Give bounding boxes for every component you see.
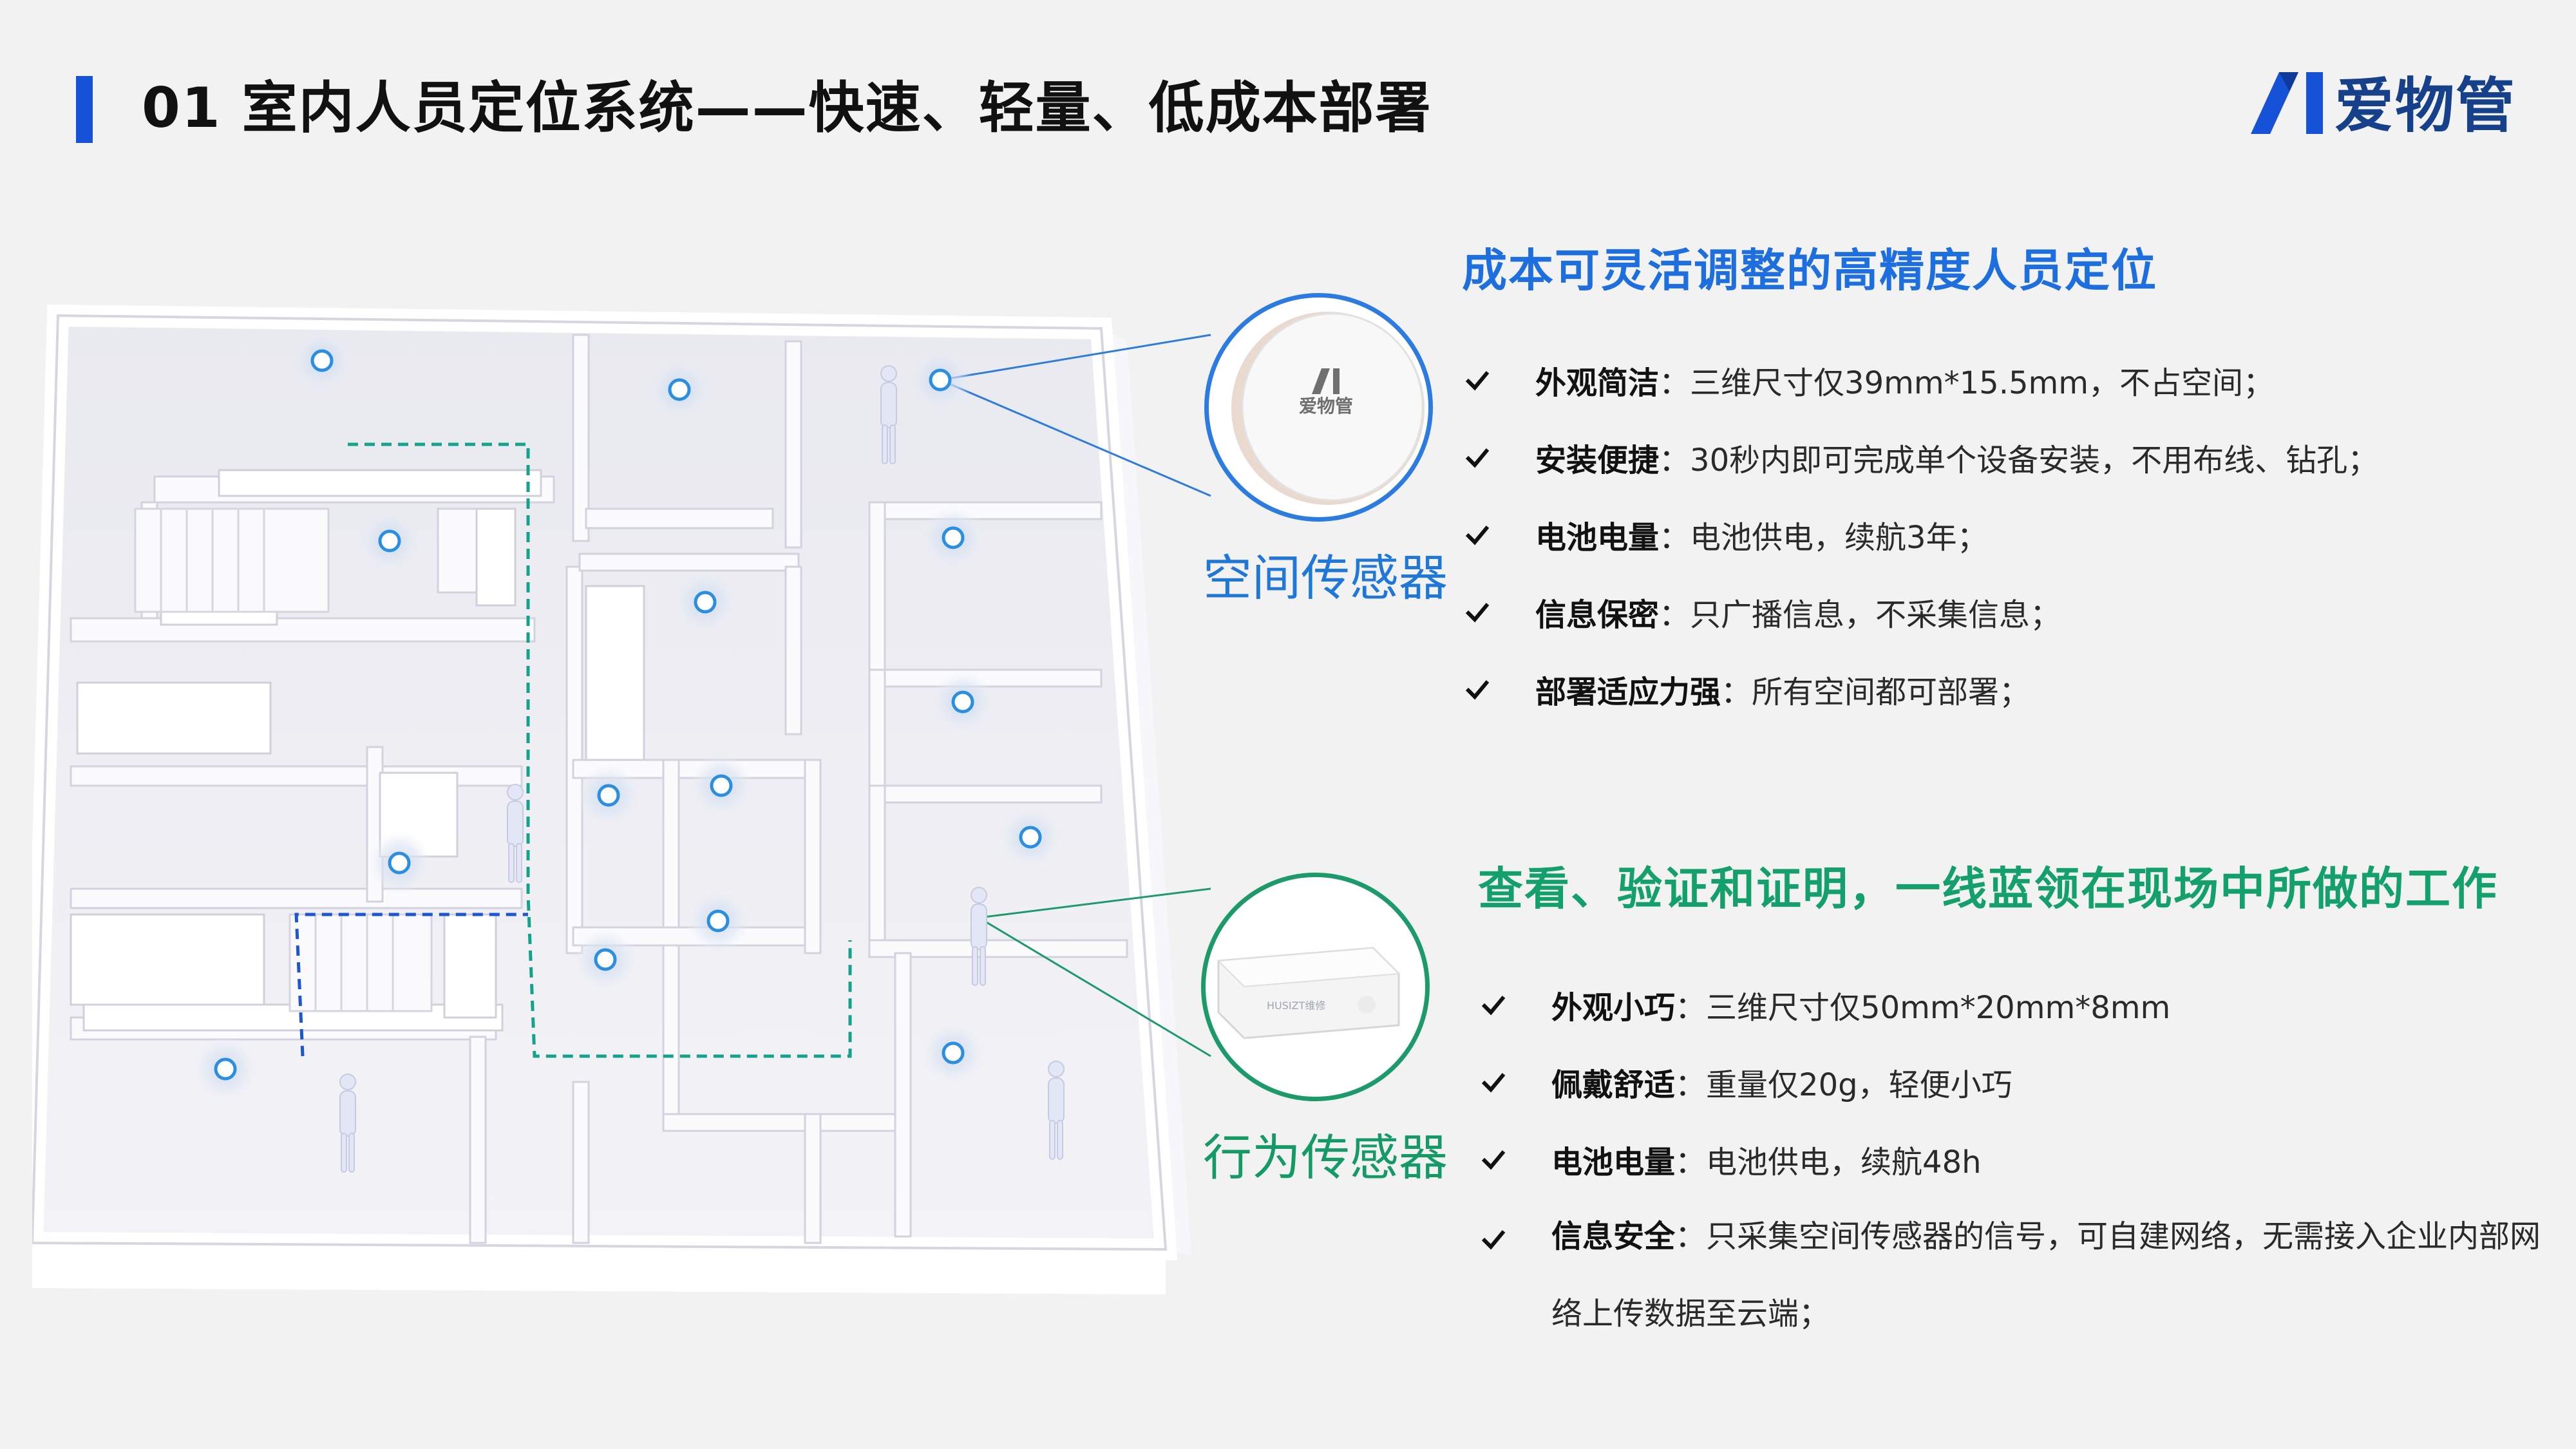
- person-figures: [339, 365, 1065, 1173]
- beacon-group: [193, 328, 1063, 1101]
- feature-value: 电池供电，续航48h: [1706, 1144, 1982, 1180]
- feature-colon: ：: [1675, 990, 1707, 1026]
- feature-colon: ：: [1675, 1218, 1707, 1255]
- feature-label: 电池电量: [1535, 520, 1660, 556]
- feature-label: 安装便捷: [1535, 442, 1660, 478]
- feature-item: 信息安全：只采集空间传感器的信号，可自建网络，无需接入企业内部网络上传数据至云端…: [1478, 1198, 2543, 1352]
- check-icon: [1481, 1073, 1506, 1093]
- behavior-sensor-device-icon: HUSIZT维修: [1217, 947, 1401, 1039]
- feature-label: 佩戴舒适: [1551, 1067, 1676, 1103]
- space-sensor-device-icon: 爱物管: [1231, 312, 1425, 505]
- feature-item: 电池电量：电池供电，续航48h: [1478, 1121, 2543, 1198]
- feature-value: 30秒内即可完成单个设备安装，不用布线、钻孔；: [1690, 442, 2379, 478]
- feature-item: 电池电量：电池供电，续航3年；: [1462, 496, 2378, 573]
- check-icon: [1465, 371, 1490, 391]
- section2-feature-list: 外观小巧：三维尺寸仅50mm*20mm*8mm 佩戴舒适：重量仅20g，轻便小巧…: [1478, 966, 2543, 1352]
- check-icon: [1481, 996, 1506, 1016]
- section1-feature-list: 外观简洁：三维尺寸仅39mm*15.5mm，不占空间； 安装便捷：30秒内即可完…: [1462, 341, 2378, 728]
- brand-logo: 爱物管: [2251, 68, 2515, 140]
- behavior-sensor-label: 行为传感器: [1203, 1129, 1448, 1186]
- check-icon: [1465, 526, 1490, 545]
- page-title: 01 室内人员定位系统——快速、轻量、低成本部署: [142, 76, 1432, 140]
- feature-item: 安装便捷：30秒内即可完成单个设备安装，不用布线、钻孔；: [1462, 419, 2378, 496]
- feature-text: 信息安全：只采集空间传感器的信号，可自建网络，无需接入企业内部网络上传数据至云端…: [1551, 1198, 2543, 1352]
- floor-plan-illustration: [32, 304, 1211, 1294]
- feature-item: 外观小巧：三维尺寸仅50mm*20mm*8mm: [1478, 966, 2543, 1043]
- feature-colon: ：: [1659, 520, 1690, 556]
- check-icon: [1465, 680, 1490, 700]
- feature-value: 只广播信息，不采集信息；: [1690, 597, 2061, 633]
- feature-item: 佩戴舒适：重量仅20g，轻便小巧: [1478, 1043, 2543, 1121]
- svg-text:HUSIZT维修: HUSIZT维修: [1267, 999, 1325, 1012]
- feature-value: 电池供电，续航3年；: [1690, 520, 1988, 556]
- feature-label: 外观简洁: [1535, 365, 1660, 401]
- check-icon: [1481, 1150, 1506, 1170]
- feature-label: 信息保密: [1535, 597, 1660, 633]
- check-icon: [1465, 448, 1490, 468]
- feature-value: 只采集空间传感器的信号，可自建网络，无需接入企业内部网络上传数据至云端；: [1551, 1218, 2541, 1332]
- check-icon: [1481, 1230, 1506, 1250]
- section1-title: 成本可灵活调整的高精度人员定位: [1462, 244, 2157, 297]
- feature-item: 外观简洁：三维尺寸仅39mm*15.5mm，不占空间；: [1462, 341, 2378, 419]
- feature-label: 部署适应力强: [1535, 674, 1721, 710]
- feature-colon: ：: [1721, 674, 1752, 710]
- feature-value: 三维尺寸仅50mm*20mm*8mm: [1706, 990, 2171, 1026]
- feature-label: 外观小巧: [1551, 990, 1676, 1026]
- behavior-sensor-image: HUSIZT维修: [1201, 873, 1430, 1101]
- feature-colon: ：: [1675, 1067, 1707, 1103]
- feature-colon: ：: [1659, 442, 1690, 478]
- logo-text: 爱物管: [2334, 71, 2517, 140]
- feature-value: 所有空间都可部署；: [1752, 674, 2031, 710]
- feature-value: 三维尺寸仅39mm*15.5mm，不占空间；: [1690, 365, 2275, 401]
- feature-colon: ：: [1659, 597, 1690, 633]
- feature-colon: ：: [1675, 1144, 1707, 1180]
- title-accent-bar: [76, 76, 93, 143]
- check-icon: [1465, 603, 1490, 623]
- ai-logo-icon: [2251, 72, 2323, 134]
- space-sensor-label: 空间传感器: [1203, 549, 1448, 607]
- section2-title: 查看、验证和证明，一线蓝领在现场中所做的工作: [1478, 862, 2498, 915]
- feature-label: 电池电量: [1551, 1144, 1676, 1180]
- feature-item: 部署适应力强：所有空间都可部署；: [1462, 650, 2378, 728]
- svg-text:爱物管: 爱物管: [1299, 395, 1353, 417]
- feature-value: 重量仅20g，轻便小巧: [1706, 1067, 2012, 1103]
- space-sensor-image: 爱物管: [1204, 293, 1433, 522]
- feature-label: 信息安全: [1551, 1218, 1676, 1255]
- feature-colon: ：: [1659, 365, 1690, 401]
- feature-item: 信息保密：只广播信息，不采集信息；: [1462, 573, 2378, 650]
